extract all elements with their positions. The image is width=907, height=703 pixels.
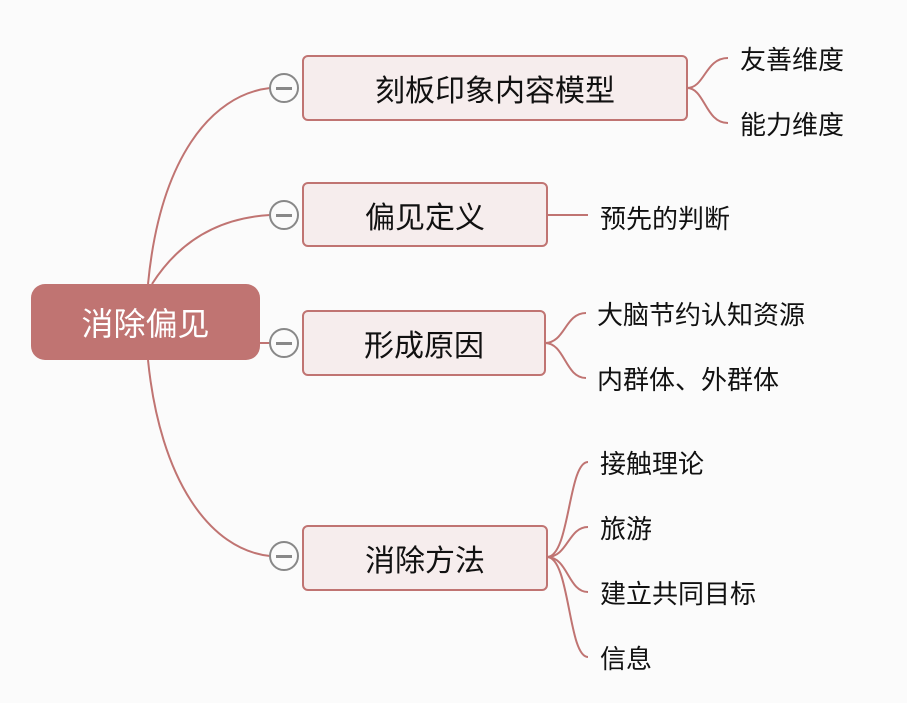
leaf-topic[interactable]: 旅游: [600, 515, 653, 545]
edge-b1-leaf-2: [686, 87, 729, 124]
edge-b3-leaf-2: [544, 342, 587, 379]
leaf-topic[interactable]: 接触理论: [600, 450, 705, 480]
leaf-topic[interactable]: 建立共同目标: [600, 580, 757, 610]
edge-root-branch-2: [151, 214, 271, 285]
leaf-topic[interactable]: 大脑节约认知资源: [597, 301, 806, 331]
branch-label: 刻板印象内容模型: [375, 74, 615, 109]
collapse-toggle-icon[interactable]: [269, 541, 299, 571]
branch-causes[interactable]: 形成原因: [302, 310, 546, 376]
edge-b4-leaf-3: [546, 556, 589, 593]
branch-prejudice-definition[interactable]: 偏见定义: [302, 182, 548, 247]
branch-label: 消除方法: [365, 544, 485, 579]
leaf-topic[interactable]: 信息: [600, 645, 653, 675]
collapse-toggle-icon[interactable]: [269, 73, 299, 103]
root-topic[interactable]: 消除偏见: [31, 284, 260, 360]
edge-root-branch-4: [147, 359, 271, 557]
collapse-toggle-icon[interactable]: [269, 328, 299, 358]
leaf-topic[interactable]: 友善维度: [740, 46, 845, 76]
leaf-topic[interactable]: 预先的判断: [600, 205, 731, 235]
edge-b4-leaf-1: [546, 461, 589, 558]
branch-stereotype-model[interactable]: 刻板印象内容模型: [302, 55, 688, 121]
branch-label: 形成原因: [364, 329, 484, 364]
edge-b1-leaf-1: [686, 57, 729, 89]
edge-b4-leaf-4: [546, 556, 589, 658]
collapse-toggle-icon[interactable]: [269, 200, 299, 230]
leaf-topic[interactable]: 能力维度: [740, 111, 845, 141]
branch-label: 偏见定义: [365, 200, 485, 236]
edge-root-branch-1: [147, 87, 271, 285]
edge-b3-leaf-1: [544, 312, 587, 344]
leaf-topic[interactable]: 内群体、外群体: [597, 366, 780, 396]
branch-methods[interactable]: 消除方法: [302, 525, 548, 591]
root-label: 消除偏见: [81, 305, 210, 343]
edge-b4-leaf-2: [546, 526, 589, 558]
